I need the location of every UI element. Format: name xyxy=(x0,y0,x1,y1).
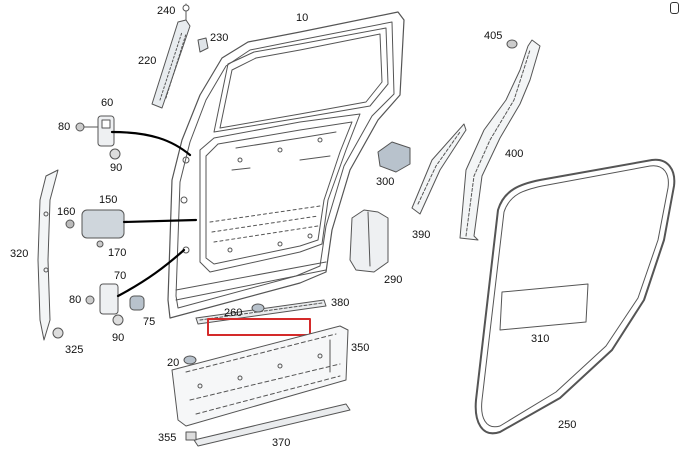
label-310: 310 xyxy=(531,333,550,345)
label-350: 350 xyxy=(351,342,370,354)
label-380: 380 xyxy=(331,297,350,309)
label-220: 220 xyxy=(138,55,157,67)
label-405: 405 xyxy=(484,30,503,42)
sill-strip-370 xyxy=(193,403,351,447)
end-cap-355 xyxy=(185,431,197,441)
clip-325 xyxy=(52,327,64,339)
label-75: 75 xyxy=(143,316,156,328)
pillar-trim-390 xyxy=(411,123,467,215)
lower-hinge-70 xyxy=(85,248,186,326)
label-80-lower: 80 xyxy=(69,294,82,306)
label-240: 240 xyxy=(157,5,176,17)
bump-stop-300 xyxy=(377,141,411,173)
label-370: 370 xyxy=(272,437,291,449)
plug-260 xyxy=(251,303,265,313)
nut-90-upper xyxy=(109,148,121,160)
clip-20 xyxy=(183,355,197,365)
lower-panel-350 xyxy=(171,325,349,427)
door-shell xyxy=(167,11,405,319)
check-strap-150 xyxy=(65,209,198,248)
label-250: 250 xyxy=(558,419,577,431)
clip-230 xyxy=(197,37,209,53)
label-320: 320 xyxy=(10,248,29,260)
label-300: 300 xyxy=(376,176,395,188)
label-90-lower: 90 xyxy=(112,332,125,344)
label-170: 170 xyxy=(108,247,127,259)
label-400: 400 xyxy=(505,148,524,160)
window-trim-220 xyxy=(151,19,191,109)
pillar-trim-320 xyxy=(37,169,59,341)
highlight-box xyxy=(207,318,311,336)
bracket-290 xyxy=(349,209,389,273)
label-230: 230 xyxy=(210,32,229,44)
label-160: 160 xyxy=(57,206,76,218)
label-20: 20 xyxy=(167,357,180,369)
label-80-upper: 80 xyxy=(58,121,71,133)
door-seal-250 xyxy=(474,158,676,435)
clip-405 xyxy=(506,39,518,49)
label-90-upper: 90 xyxy=(110,162,123,174)
label-390: 390 xyxy=(412,229,431,241)
label-290: 290 xyxy=(384,274,403,286)
label-260: 260 xyxy=(224,307,243,319)
screw-240 xyxy=(182,3,190,21)
label-150: 150 xyxy=(99,194,118,206)
panel-310 xyxy=(499,283,589,331)
label-10: 10 xyxy=(296,12,309,24)
upper-hinge-60 xyxy=(97,115,192,157)
bolt-80-upper xyxy=(75,122,99,132)
label-355: 355 xyxy=(158,432,177,444)
label-70: 70 xyxy=(114,270,127,282)
label-325: 325 xyxy=(65,344,84,356)
label-60: 60 xyxy=(101,97,114,109)
channel-400 xyxy=(459,39,541,241)
clipboard-icon[interactable] xyxy=(670,2,679,14)
